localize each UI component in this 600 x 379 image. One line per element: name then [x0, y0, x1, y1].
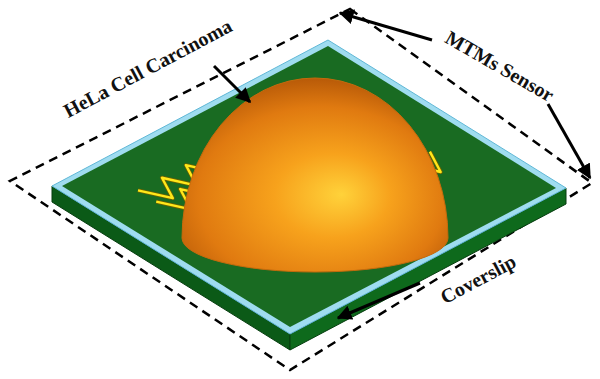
hela-cell-dome	[182, 78, 448, 272]
leader-arrow	[548, 104, 590, 178]
coverslip-top	[62, 46, 556, 327]
sensor-outline	[10, 9, 592, 370]
leader-arrow	[338, 283, 420, 318]
sensor-label: MTMs Sensor	[442, 26, 558, 106]
leader-arrow	[340, 13, 432, 40]
leader-arrow	[214, 66, 250, 102]
